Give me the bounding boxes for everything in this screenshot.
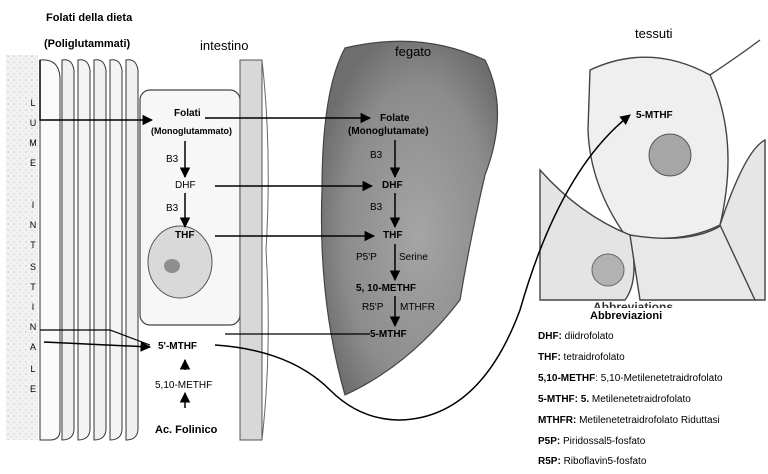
diet-title: Folati della dieta [46, 12, 133, 24]
diet-subtitle: (Poliglutammati) [44, 38, 131, 50]
abbr-key: 5-MTHF: 5. [538, 394, 590, 405]
enterocyte-nucleolus [164, 259, 180, 273]
lumen-letter: E [29, 384, 36, 394]
liver-thf: THF [383, 230, 403, 241]
abbr-row: 5,10-METHF: 5,10-Metilenetetraidrofolato [538, 373, 723, 384]
lumen-letter: M [29, 138, 37, 148]
tissue-watermark: Abbreviations [593, 300, 674, 308]
abbr-value: : 5,10-Metilenetetraidrofolato [595, 373, 723, 384]
abbr-row: R5P: Riboflavin5-fosfato [538, 456, 646, 467]
loop-line [40, 329, 151, 346]
liver-r5p: R5'P [362, 302, 384, 313]
abbr-value: diidrofolato [561, 331, 614, 342]
liver-b3-2: B3 [370, 202, 383, 213]
abbr-value: Riboflavin5-fosfato [560, 456, 647, 467]
liver-metthf: 5, 10-METHF [356, 283, 417, 294]
tissue-nucleus-2 [591, 253, 625, 287]
abbr-value: tetraidrofolato [560, 352, 625, 363]
int-folati: Folati [174, 108, 201, 119]
tissues-heading: tessuti [635, 26, 673, 41]
tissue-5mthf: 5-MTHF [636, 110, 673, 121]
tissue-nucleus [648, 133, 692, 177]
int-thf: THF [175, 230, 195, 241]
abbr-key: R5P: [538, 456, 561, 467]
lumen-letter: U [29, 118, 37, 128]
lumen-letter: E [29, 158, 36, 168]
blood-vessel [239, 59, 263, 441]
liver-folate: Folate [380, 113, 410, 124]
lumen-letter: N [29, 220, 37, 230]
abbr-key: DHF: [538, 331, 562, 342]
abbr-value: Metilenetetraidrofolato Riduttasi [576, 415, 720, 426]
int-dhf: DHF [175, 180, 196, 191]
abbr-row: MTHFR: Metilenetetraidrofolato Riduttasi [538, 415, 720, 426]
lumen-letter: I [31, 200, 35, 210]
lumen-letter: L [30, 98, 36, 108]
abbr-value: Piridossal5-fosfato [560, 436, 646, 447]
lumen-letter: T [30, 240, 36, 250]
int-monoglut: (Monoglutammato) [151, 126, 232, 136]
abbreviations-title: Abbreviazioni [590, 310, 663, 322]
liver-5mthf: 5-MTHF [370, 329, 407, 340]
liver-dhf: DHF [382, 180, 403, 191]
abbr-row: DHF: diidrofolato [538, 331, 614, 342]
int-metthf: 5,10-METHF [155, 380, 213, 391]
lumen-to-mthf-arrow [43, 341, 152, 352]
lumen-strip [6, 55, 38, 440]
circulation-to-tissue-arrow [214, 114, 631, 421]
abbr-key: MTHFR: [538, 415, 577, 426]
abbr-row: THF: tetraidrofolato [538, 352, 625, 363]
liver-monoglut: (Monoglutamate) [348, 126, 429, 137]
transport-arrows [205, 112, 376, 242]
abbr-row: 5-MTHF: 5. Metilenetetraidrofolato [538, 394, 691, 405]
int-b3-1: B3 [166, 154, 179, 165]
lumen-letter: I [31, 302, 35, 312]
liver-heading: fegato [395, 44, 432, 59]
lumen-letter: N [29, 322, 37, 332]
liver-serine: Serine [399, 252, 428, 263]
liver-mthfr: MTHFR [400, 302, 435, 313]
abbr-value: Metilenetetraidrofolato [589, 394, 691, 405]
lumen-letter: L [30, 364, 36, 374]
tissue-cells [539, 39, 766, 301]
intestinal-villi [39, 59, 139, 441]
abbr-key: 5,10-METHF [538, 373, 596, 384]
int-b3-2: B3 [166, 203, 179, 214]
int-ac-folinico: Ac. Folinico [155, 424, 218, 436]
liver-b3-1: B3 [370, 150, 383, 161]
abbr-key: THF: [538, 352, 561, 363]
int-5mthf: 5'-MTHF [158, 341, 198, 352]
lumen-letter: T [30, 282, 36, 292]
diet-input-arrow [39, 60, 154, 126]
liver-p5p: P5'P [356, 252, 377, 263]
abbr-key: P5P: [538, 436, 561, 447]
lumen-letter: A [29, 342, 36, 352]
abbr-row: P5P: Piridossal5-fosfato [538, 436, 645, 447]
lumen-letter: S [29, 262, 36, 272]
intestine-heading: intestino [200, 38, 249, 53]
liver-shape [320, 40, 499, 396]
